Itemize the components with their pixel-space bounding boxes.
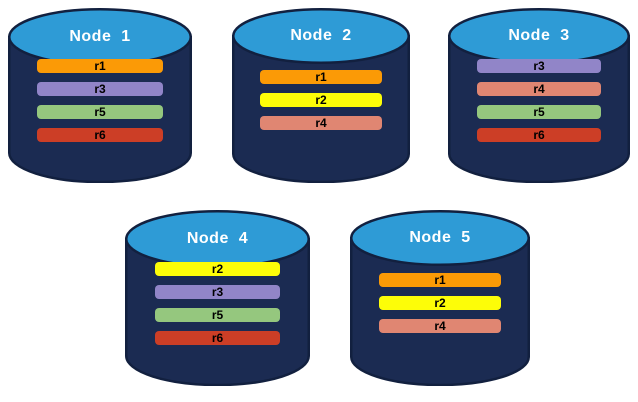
node-1-replica-r1[interactable]: r1: [37, 59, 163, 73]
node-2-title: Node 2: [290, 27, 352, 44]
node-2-replica-r4[interactable]: r4: [260, 116, 382, 130]
node-5[interactable]: Node 5 r1 r2 r4: [350, 210, 530, 386]
node-2-replica-list: r1 r2 r4: [232, 70, 410, 130]
node-4-replica-r3[interactable]: r3: [155, 285, 280, 299]
node-4-replica-list: r2 r3 r5 r6: [125, 262, 310, 345]
node-5-replica-r4[interactable]: r4: [379, 319, 501, 333]
node-3-replica-r3[interactable]: r3: [477, 59, 601, 73]
node-5-replica-list: r1 r2 r4: [350, 273, 530, 333]
node-4-replica-r2[interactable]: r2: [155, 262, 280, 276]
node-2-replica-r1[interactable]: r1: [260, 70, 382, 84]
node-3-replica-r4[interactable]: r4: [477, 82, 601, 96]
node-1-replica-list: r1 r3 r5 r6: [8, 59, 192, 142]
node-2[interactable]: Node 2 r1 r2 r4: [232, 8, 410, 183]
node-5-title: Node 5: [409, 229, 471, 246]
node-3-replica-r5[interactable]: r5: [477, 105, 601, 119]
node-1-replica-r5[interactable]: r5: [37, 105, 163, 119]
node-3-replica-r6[interactable]: r6: [477, 128, 601, 142]
node-2-replica-r2[interactable]: r2: [260, 93, 382, 107]
node-1[interactable]: Node 1 r1 r3 r5 r6: [8, 8, 192, 183]
node-4-replica-r6[interactable]: r6: [155, 331, 280, 345]
node-4[interactable]: Node 4 r2 r3 r5 r6: [125, 210, 310, 386]
node-3-title: Node 3: [508, 27, 570, 44]
cylinder-top: [350, 210, 530, 266]
node-5-replica-r1[interactable]: r1: [379, 273, 501, 287]
node-1-replica-r3[interactable]: r3: [37, 82, 163, 96]
node-4-replica-r5[interactable]: r5: [155, 308, 280, 322]
node-4-title: Node 4: [186, 230, 249, 247]
cylinder-top: [232, 8, 410, 64]
node-5-replica-r2[interactable]: r2: [379, 296, 501, 310]
node-3[interactable]: Node 3 r3 r4 r5 r6: [448, 8, 630, 183]
node-1-title: Node 1: [69, 28, 131, 45]
node-3-replica-list: r3 r4 r5 r6: [448, 59, 630, 142]
node-1-replica-r6[interactable]: r6: [37, 128, 163, 142]
